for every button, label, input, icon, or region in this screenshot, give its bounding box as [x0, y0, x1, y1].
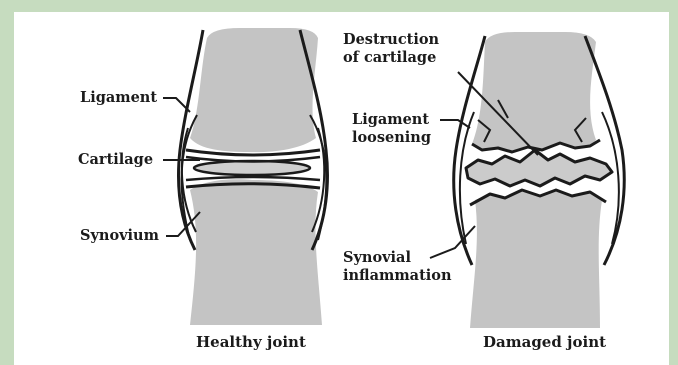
damaged-cartilage: [466, 150, 612, 186]
healthy-upper-bone: [190, 28, 318, 152]
damaged-lower-bone: [470, 190, 602, 328]
damaged-joint: [430, 32, 624, 328]
label-destruction-line2: of cartilage: [343, 49, 436, 67]
caption-healthy-joint: Healthy joint: [196, 333, 306, 351]
healthy-joint: [163, 28, 327, 325]
label-synovial-line2: inflammation: [343, 267, 452, 285]
label-ligament-loosening-line1: Ligament: [352, 111, 429, 129]
damaged-ligament-leader: [440, 120, 470, 128]
healthy-lower-bone: [190, 179, 322, 325]
label-ligament: Ligament: [80, 89, 157, 107]
healthy-cartilage: [194, 161, 310, 175]
label-destruction-line1: Destruction: [343, 31, 439, 49]
caption-damaged-joint: Damaged joint: [483, 333, 606, 351]
label-synovium: Synovium: [80, 227, 159, 245]
label-ligament-loosening-line2: loosening: [352, 129, 431, 147]
label-synovial-line1: Synovial: [343, 249, 411, 267]
label-cartilage: Cartilage: [78, 151, 153, 169]
